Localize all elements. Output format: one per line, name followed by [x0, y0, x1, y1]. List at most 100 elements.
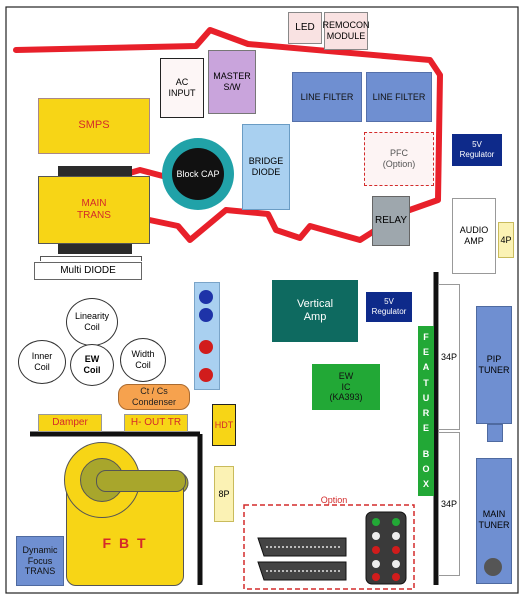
- led-module: LED: [288, 12, 322, 44]
- ew-coil-label-2: Coil: [83, 365, 101, 375]
- vertical-amp: Vertical Amp: [272, 280, 358, 342]
- line-filter-1: LINE FILTER: [292, 72, 362, 122]
- main-trans-label-2: TRANS: [77, 210, 111, 221]
- inner-coil-label-1: Inner: [31, 351, 53, 362]
- smps-label: SMPS: [78, 119, 110, 132]
- dynamic-focus-trans: Dynamic Focus TRANS: [16, 536, 64, 586]
- red-dot-1: [199, 340, 213, 354]
- bridge-diode: BRIDGE DIODE: [242, 124, 290, 210]
- linearity-coil-label-1: Linearity: [74, 311, 110, 322]
- connector-4p: 4P: [498, 222, 514, 258]
- red-dot-2: [199, 368, 213, 382]
- inner-coil: Inner Coil: [18, 340, 66, 384]
- ew-ic: EW IC (KA393): [312, 364, 380, 410]
- connector-8p: 8P: [214, 466, 234, 522]
- ew-coil-label-1: EW: [84, 354, 100, 365]
- feature-box-letter-6: R: [422, 407, 430, 418]
- audio-amp: AUDIO AMP: [452, 198, 496, 274]
- block-cap: Block CAP: [172, 148, 224, 200]
- multi-diode-label: Multi DIODE: [60, 265, 116, 276]
- line-filter-2: LINE FILTER: [366, 72, 432, 122]
- h-out-tr: H- OUT TR: [124, 414, 188, 432]
- remocon-label-2: MODULE: [326, 31, 366, 41]
- ac-input: AC INPUT: [160, 58, 204, 118]
- pip-tuner-jack: [487, 424, 503, 442]
- ct-cs-label-1: Ct / Cs: [140, 386, 168, 397]
- regulator-5v-mid: 5V Regulator: [366, 292, 412, 322]
- vertical-amp-label-2: Amp: [303, 311, 327, 323]
- inner-coil-label-2: Coil: [34, 362, 50, 372]
- option-label: Option: [314, 494, 354, 506]
- master-switch: MASTER S/W: [208, 50, 256, 114]
- dynamic-focus-label-1: Dynamic: [22, 544, 58, 555]
- block-cap-ring: Block CAP: [162, 138, 234, 210]
- pfc-label-1: PFC: [390, 148, 408, 159]
- ew-ic-label-2: IC: [341, 381, 351, 392]
- feature-box-letter-7: E: [422, 423, 429, 434]
- feature-box-letter-10: X: [422, 478, 429, 489]
- board-border: [5, 6, 519, 594]
- hdt-label: HDT: [214, 419, 234, 430]
- main-tuner: MAIN TUNER: [476, 458, 512, 584]
- main-tuner-jack: [484, 558, 502, 576]
- master-sw-label-1: MASTER: [213, 71, 251, 82]
- connector-34p-1: 34P: [438, 284, 460, 430]
- feature-box-letter-3: A: [422, 362, 430, 373]
- line-filter-1-label: LINE FILTER: [300, 91, 354, 102]
- blue-dot-1: [199, 290, 213, 304]
- main-tuner-label-2: TUNER: [478, 519, 510, 530]
- remocon-label-1: REMOCON: [322, 20, 370, 31]
- block-cap-label: Block CAP: [176, 168, 220, 179]
- line-filter-2-label: LINE FILTER: [372, 91, 426, 102]
- ew-ic-label-3: (KA393): [329, 392, 363, 403]
- damper: Damper: [38, 414, 102, 432]
- option-label-text: Option: [320, 494, 348, 505]
- dynamic-focus-label-2: Focus: [27, 555, 53, 566]
- h-out-tr-label: H- OUT TR: [130, 417, 182, 428]
- ac-input-label-1: AC: [175, 77, 189, 88]
- pip-tuner-label-1: PIP: [486, 354, 502, 365]
- blue-dot-2: [199, 308, 213, 322]
- main-trans-label-1: MAIN: [81, 198, 107, 209]
- connector-4p-label: 4P: [500, 234, 512, 245]
- connector-8p-label: 8P: [218, 488, 230, 499]
- connector-34p-2-label: 34P: [440, 498, 457, 509]
- width-coil-label-1: Width: [131, 349, 155, 360]
- feature-box-letter-5: U: [422, 392, 430, 403]
- feature-box-letter-4: T: [423, 377, 429, 388]
- relay: RELAY: [372, 196, 410, 246]
- linearity-coil: Linearity Coil: [66, 298, 118, 346]
- regulator-top-label-2: Regulator: [459, 150, 495, 159]
- regulator-5v-top: 5V Regulator: [452, 134, 502, 166]
- ct-cs-condenser: Ct / Cs Condenser: [118, 384, 190, 410]
- feature-box: F E A T U R E B O X: [418, 326, 434, 496]
- remocon-module: REMOCON MODULE: [322, 12, 370, 50]
- ac-input-label-2: INPUT: [168, 88, 196, 98]
- dynamic-focus-label-3: TRANS: [24, 566, 56, 577]
- led-label: LED: [295, 22, 315, 33]
- linearity-coil-label-2: Coil: [84, 322, 100, 332]
- bridge-diode-label-1: BRIDGE: [248, 156, 284, 167]
- ew-ic-label-1: EW: [338, 370, 354, 381]
- multi-diode-bracket: [40, 256, 142, 261]
- main-trans: MAIN TRANS: [38, 176, 150, 244]
- fbt-knob-arm: [96, 470, 186, 492]
- relay-label: RELAY: [374, 215, 408, 226]
- pfc-option: PFC (Option): [364, 132, 434, 186]
- hdt: HDT: [212, 404, 236, 446]
- ct-cs-label-2: Condenser: [131, 397, 177, 407]
- pip-tuner-label-2: TUNER: [478, 365, 510, 375]
- feature-box-letter-9: O: [422, 463, 430, 474]
- ew-coil: EW Coil: [70, 344, 114, 386]
- feature-box-letter-8: B: [422, 448, 430, 459]
- vertical-amp-label-1: Vertical: [296, 297, 334, 310]
- main-tuner-label-1: MAIN: [482, 509, 506, 519]
- connector-34p-1-label: 34P: [440, 351, 457, 362]
- pfc-label-2: (Option): [382, 159, 416, 169]
- fbt-label: F B T: [102, 534, 148, 551]
- option-region: [243, 504, 415, 590]
- pip-tuner: PIP TUNER: [476, 306, 512, 424]
- feature-box-letter-2: E: [422, 347, 429, 358]
- feature-box-letter-1: F: [423, 332, 429, 343]
- width-coil: Width Coil: [120, 338, 166, 382]
